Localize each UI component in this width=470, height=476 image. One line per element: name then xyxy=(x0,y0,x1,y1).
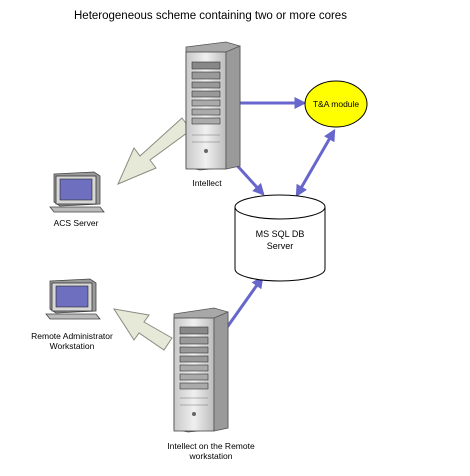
intellect-remote-label-line1: Intellect on the Remote xyxy=(167,441,255,451)
ta-module-node: T&A module xyxy=(304,80,368,128)
intellect-remote-label-line2: workstation xyxy=(189,451,233,461)
server-tower-icon xyxy=(173,307,229,433)
arrow-remote-db xyxy=(221,276,264,334)
server-tower-icon xyxy=(185,41,241,171)
acs-server-label: ACS Server xyxy=(53,218,99,228)
intellect-label: Intellect xyxy=(192,178,222,188)
remote-admin-label-line1: Remote Administrator xyxy=(31,331,113,341)
intellect-remote-label: Intellect on the Remote workstation xyxy=(146,441,276,461)
arrow-db-ta xyxy=(295,128,336,198)
computer-monitor-icon xyxy=(49,171,105,213)
db-label-line1: MS SQL DB xyxy=(256,229,305,239)
remote-admin-label: Remote Administrator Workstation xyxy=(22,331,122,351)
diagram-title: Heterogeneous scheme containing two or m… xyxy=(74,10,347,22)
arrow-remote-to-admin xyxy=(112,308,173,351)
remote-admin-label-line2: Workstation xyxy=(49,341,95,351)
db-label-line2: Server xyxy=(267,241,294,251)
computer-monitor-icon xyxy=(45,278,101,320)
database-cylinder: MS SQL DB Server xyxy=(234,194,326,282)
arrow-intellect-to-acs xyxy=(117,117,192,185)
ta-module-label: T&A module xyxy=(313,99,360,109)
